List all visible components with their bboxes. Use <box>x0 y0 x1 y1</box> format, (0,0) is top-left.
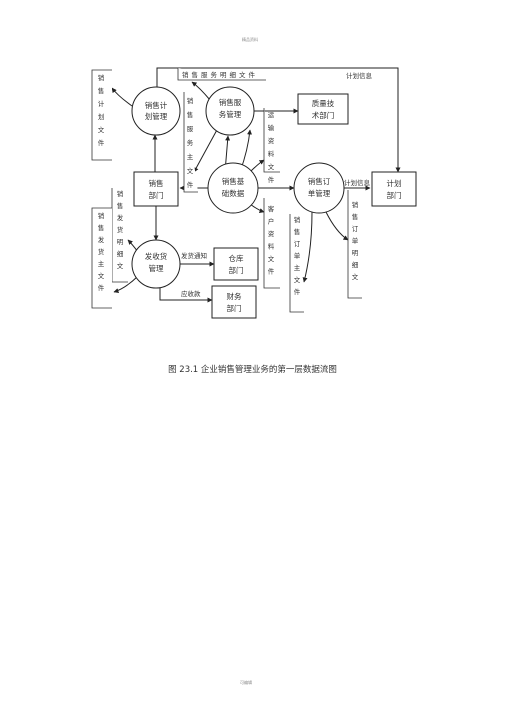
flow-service-to-main <box>193 127 219 173</box>
process-service <box>205 86 255 136</box>
figure-caption: 图 23.1 企业销售管理业务的第一层数据流图 <box>168 365 337 375</box>
store-plan-file-frame <box>91 69 112 161</box>
flow-label-delivery-notice: 发货通知 <box>181 251 207 260</box>
flow-service-to-detail <box>191 81 211 101</box>
process-order-label-2: 单管理 <box>308 188 331 198</box>
entity-quality-label-2: 术部门 <box>312 110 335 120</box>
entity-finance-label-1: 财务 <box>227 291 242 301</box>
store-service-main-text: 销售服务主文件 <box>187 96 194 189</box>
process-base <box>207 162 259 214</box>
flow-ship-to-finance <box>159 286 213 303</box>
process-ship-label-1: 发收货 <box>145 251 168 261</box>
entity-warehouse-label-1: 仓库 <box>229 253 244 263</box>
store-order-detail-frame <box>347 190 362 299</box>
process-service-label-2: 务管理 <box>219 109 242 119</box>
process-order <box>293 162 345 214</box>
entity-sales-label-1: 销售 <box>149 178 164 188</box>
flow-order-to-detail-store <box>325 211 349 241</box>
entity-planning <box>371 171 417 207</box>
store-plan-file-text: 销售计划文件 <box>98 73 105 147</box>
process-order-label-1: 销售订 <box>308 176 331 186</box>
store-customer-frame <box>263 198 280 289</box>
store-service-detail-frame <box>177 68 266 81</box>
store-service-main-frame <box>183 92 198 193</box>
store-transport-frame <box>263 108 280 173</box>
store-order-main-text: 销售订单主文件 <box>294 215 301 296</box>
process-service-label-1: 销售服 <box>219 97 242 107</box>
entity-finance-label-2: 部门 <box>227 303 242 313</box>
process-plan <box>131 86 181 136</box>
entity-sales <box>133 171 179 207</box>
flow-order-to-main-store <box>302 211 313 283</box>
store-ship-detail-text: 销售发货明细文 <box>117 189 124 270</box>
process-ship <box>131 239 181 289</box>
store-customer-text: 客户资料文件 <box>268 204 275 276</box>
flow-label-plan-info-top: 计划信息 <box>346 71 373 80</box>
entity-warehouse-label-2: 部门 <box>229 265 244 275</box>
entity-warehouse <box>213 247 259 281</box>
process-base-label-2: 础数据 <box>222 188 245 198</box>
store-order-detail-text: 销售订单明细文 <box>352 200 359 281</box>
process-plan-label-1: 销售计 <box>145 100 168 110</box>
flow-label-receivable: 应收款 <box>181 289 201 298</box>
process-ship-label-2: 管理 <box>149 263 164 273</box>
flow-base-to-customer <box>249 203 265 213</box>
flow-base-to-transport <box>249 159 265 173</box>
entity-planning-label-1: 计划 <box>387 178 402 188</box>
entity-finance <box>211 285 257 319</box>
entity-quality <box>297 93 349 125</box>
flow-plan-to-file <box>111 87 133 107</box>
entity-planning-label-2: 部门 <box>387 190 402 200</box>
header-note: 精品资料 <box>242 37 258 42</box>
store-ship-main-text: 销售发货主文件 <box>98 211 105 292</box>
store-service-detail-text: 销售服务明细文件 <box>182 70 258 79</box>
entity-quality-label-1: 质量技 <box>312 98 335 108</box>
flow-top-loop <box>156 67 401 173</box>
store-transport-text: 运输资料文件 <box>268 111 275 184</box>
store-ship-main-frame <box>91 207 112 309</box>
entity-sales-label-2: 部门 <box>149 190 164 200</box>
process-plan-label-2: 划管理 <box>145 111 168 121</box>
store-order-main-frame <box>289 214 304 313</box>
footer-note: 可编辑 <box>240 680 252 685</box>
flow-label-plan-info: 计划信息 <box>344 178 371 187</box>
process-base-label-1: 销售基 <box>222 176 245 186</box>
